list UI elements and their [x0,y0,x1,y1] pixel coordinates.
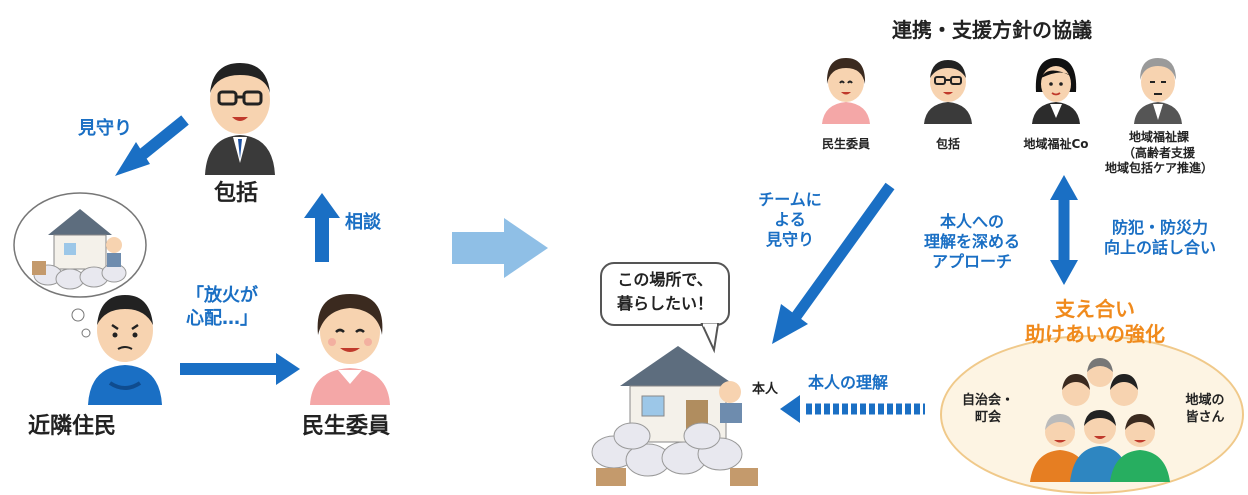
division-line3: 地域包括ケア推進） [1104,161,1213,176]
crime-disaster-line2: 向上の話し合い [1103,238,1216,257]
houkatsu-label: 包括 [214,181,259,206]
team-watch-label: チームに よる 見守り [740,190,840,250]
community-crowd-illustration [1030,358,1170,482]
approach-label: 本人への 理解を深める アプローチ [912,212,1032,272]
jichikai-line1: 自治会・ [961,393,1014,408]
honnin-understanding-arrow [780,395,925,423]
member-label-coordinator: 地域福祉Co [1023,137,1089,151]
support-line1: 支え合い [1055,297,1135,321]
jichikai-label: 自治会・ 町会 [958,393,1018,427]
minsei-iin-illustration [310,294,390,405]
community-line1: 地域の [1185,393,1225,408]
honnin-label: 本人 [752,382,779,397]
approach-line2: 理解を深める [923,232,1020,251]
support-title: 支え合い 助けあいの強化 [1000,297,1190,347]
two-way-arrow [1050,175,1078,285]
worry-line1: 「放火が [186,285,258,306]
meeting-title: 連携・支援方針の協議 [892,18,1092,42]
mimamori-arrow [115,115,189,176]
worry-text: 「放火が 心配…」 [186,285,258,330]
cluttered-house-small-icon [32,209,127,290]
member-minsei-iin-icon [822,58,870,124]
community-label: 地域の 皆さん [1176,393,1234,427]
approach-line3: アプローチ [931,252,1012,271]
member-label-division: 地域福祉課 （高齢者支援 地域包括ケア推進） [1090,130,1228,177]
neighbor-illustration [88,295,162,405]
member-welfare-division-icon [1134,58,1182,124]
soudan-label: 相談 [345,212,381,233]
transition-arrow [452,218,548,278]
approach-line1: 本人への [939,212,1004,231]
cluttered-house-illustration [591,346,758,486]
jichikai-line2: 町会 [974,409,1001,425]
speech-line1: この場所で、 [617,270,713,289]
division-line1: 地域福祉課 [1128,130,1189,144]
worry-line2: 心配…」 [186,307,258,329]
report-arrow [180,353,300,385]
houkatsu-staff-illustration [205,63,275,175]
mimamori-label: 見守り [78,118,132,139]
speech-bubble: この場所で、 暮らしたい！ [600,262,730,326]
team-watch-arrow [772,182,895,344]
speech-bubble-tail [700,323,720,354]
crime-disaster-line1: 防犯・防災力 [1111,218,1208,237]
team-watch-line1: チームに [758,190,822,209]
speech-line2: 暮らしたい！ [616,294,713,313]
soudan-arrow [304,193,340,262]
member-label-houkatsu: 包括 [935,137,960,151]
thought-bubble [13,192,147,338]
crime-disaster-label: 防犯・防災力 向上の話し合い [1090,218,1230,258]
community-line2: 皆さん [1185,409,1225,425]
team-watch-line3: 見守り [765,230,814,249]
support-line2: 助けあいの強化 [1025,322,1165,346]
team-watch-line2: よる [774,210,806,229]
member-label-minsei: 民生委員 [821,137,870,151]
minsei-iin-label: 民生委員 [302,414,391,439]
division-line2: （高齢者支援 [1122,145,1195,160]
neighbor-label: 近隣住民 [28,414,117,439]
member-welfare-coordinator-icon [1032,58,1080,124]
member-houkatsu-icon [924,60,972,124]
honnin-understanding-label: 本人の理解 [808,373,889,392]
